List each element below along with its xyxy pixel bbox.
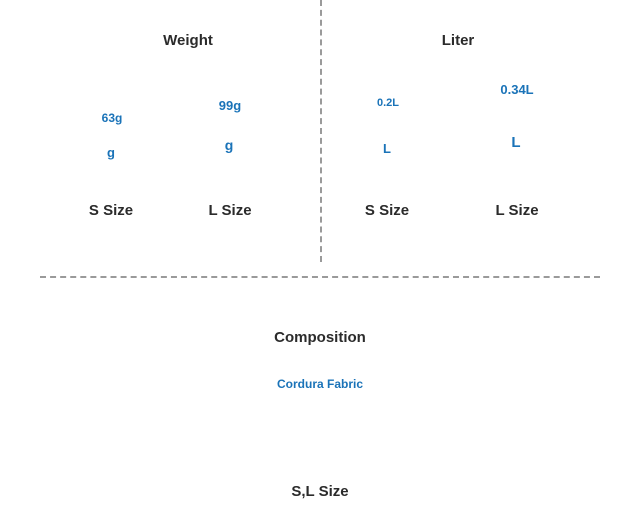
liter-small-size-label: S Size <box>364 202 410 219</box>
weight-small-size-label: S Size <box>88 202 134 219</box>
horizontal-divider <box>40 276 600 278</box>
large-bag-glyph: L <box>511 134 521 151</box>
composition-size-label: S,L Size <box>291 483 349 500</box>
small-bag-glyph: L <box>383 141 391 156</box>
weight-title: Weight <box>163 32 213 49</box>
liter-large-size-label: L Size <box>495 202 539 219</box>
liter-title: Liter <box>441 32 475 49</box>
composition-material: Cordura Fabric <box>276 377 364 391</box>
large-liter-value: 0.34L <box>500 82 534 97</box>
small-weight-value: 63g <box>101 111 123 125</box>
vertical-divider <box>320 0 322 262</box>
large-weight-value: 99g <box>218 98 242 113</box>
large-scale-unit: g <box>224 137 234 153</box>
weight-large-size-label: L Size <box>208 202 252 219</box>
composition-title: Composition <box>274 329 366 346</box>
small-liter-value: 0.2L <box>376 97 400 109</box>
small-scale-unit: g <box>107 145 115 160</box>
